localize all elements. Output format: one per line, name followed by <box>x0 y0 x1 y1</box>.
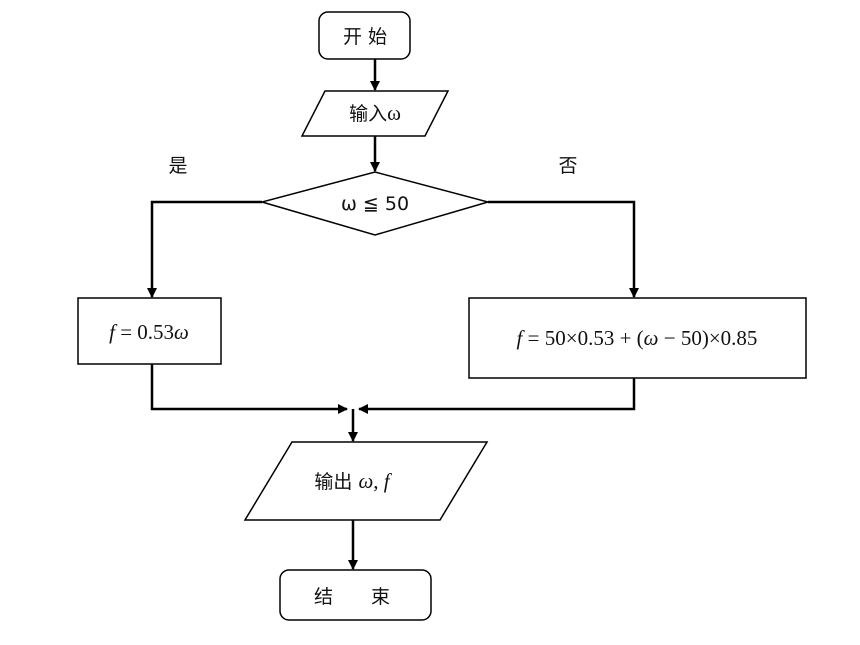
arrow-yes-branch <box>147 200 262 298</box>
yes-eq: = 0.53 <box>115 320 174 344</box>
no-label: 否 <box>558 155 577 177</box>
no-part1: = 50×0.53 + ( <box>522 326 643 350</box>
arrow-no-branch <box>488 200 639 298</box>
end-label: 结 束 <box>314 586 390 608</box>
output-box <box>243 441 489 521</box>
output-text: 输出 ω, f <box>314 469 392 493</box>
output-label: 输出 <box>314 471 358 493</box>
output-omega: ω <box>358 469 373 493</box>
no-omega: ω <box>644 326 659 350</box>
yes-f: f <box>109 320 118 344</box>
yes-process-box <box>77 297 222 365</box>
input-box <box>300 90 450 137</box>
merge-line-right <box>358 378 636 414</box>
merge-line-left <box>150 364 348 414</box>
input-label: 输入 <box>349 103 387 125</box>
yes-label: 是 <box>168 155 187 177</box>
no-f: f <box>517 326 526 350</box>
input-omega: ω <box>387 101 401 125</box>
decision-condition: ω ≦ 50 <box>341 193 409 215</box>
yes-omega: ω <box>174 320 189 344</box>
start-terminal <box>318 11 411 60</box>
no-process-formula: f = 50×0.53 + (ω − 50)×0.85 <box>517 326 758 350</box>
start-label: 开 始 <box>343 26 387 48</box>
no-process-box <box>468 297 807 379</box>
yes-process-formula: f = 0.53ω <box>109 320 189 344</box>
output-f: f <box>384 469 393 493</box>
input-text: 输入ω <box>349 101 401 125</box>
output-sep: , <box>373 469 384 493</box>
end-terminal <box>279 569 432 621</box>
no-part2: − 50)×0.85 <box>659 326 758 350</box>
decision-diamond <box>259 171 491 236</box>
